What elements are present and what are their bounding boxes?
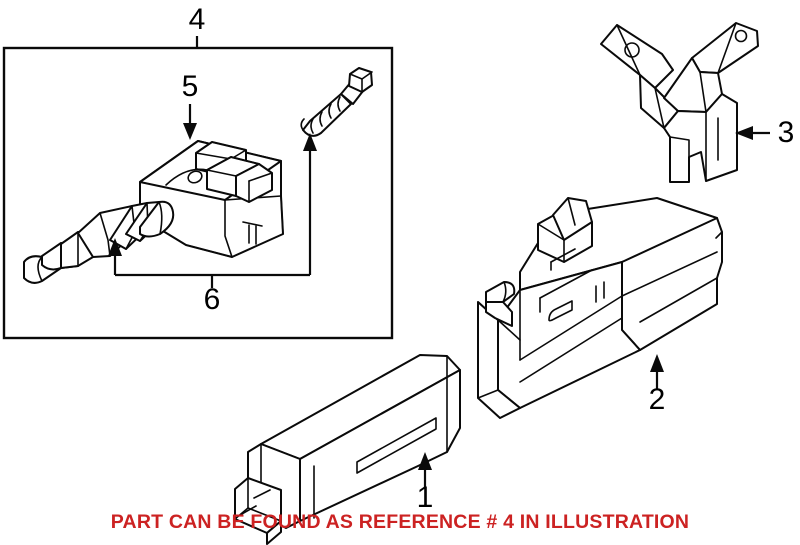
callout-label-1: 1 (417, 481, 434, 514)
part-valve-stem (23, 200, 175, 284)
part-mounting-bracket (600, 22, 759, 183)
reference-note: PART CAN BE FOUND AS REFERENCE # 4 IN IL… (110, 511, 690, 533)
part-tire-pressure-sensor (139, 140, 284, 258)
callout-label-3: 3 (778, 116, 795, 149)
leader-5 (183, 104, 197, 140)
leader-1 (418, 452, 432, 487)
callout-label-6: 6 (204, 283, 221, 316)
part-receiver-module (477, 197, 723, 419)
part-control-module (234, 354, 461, 545)
callout-label-4: 4 (189, 3, 206, 36)
callout-label-5: 5 (182, 70, 199, 103)
leader-3 (735, 126, 770, 140)
callout-label-2: 2 (649, 383, 666, 416)
leader-2 (650, 354, 664, 389)
leader-6 (108, 133, 317, 288)
part-mounting-bolt (300, 67, 373, 137)
